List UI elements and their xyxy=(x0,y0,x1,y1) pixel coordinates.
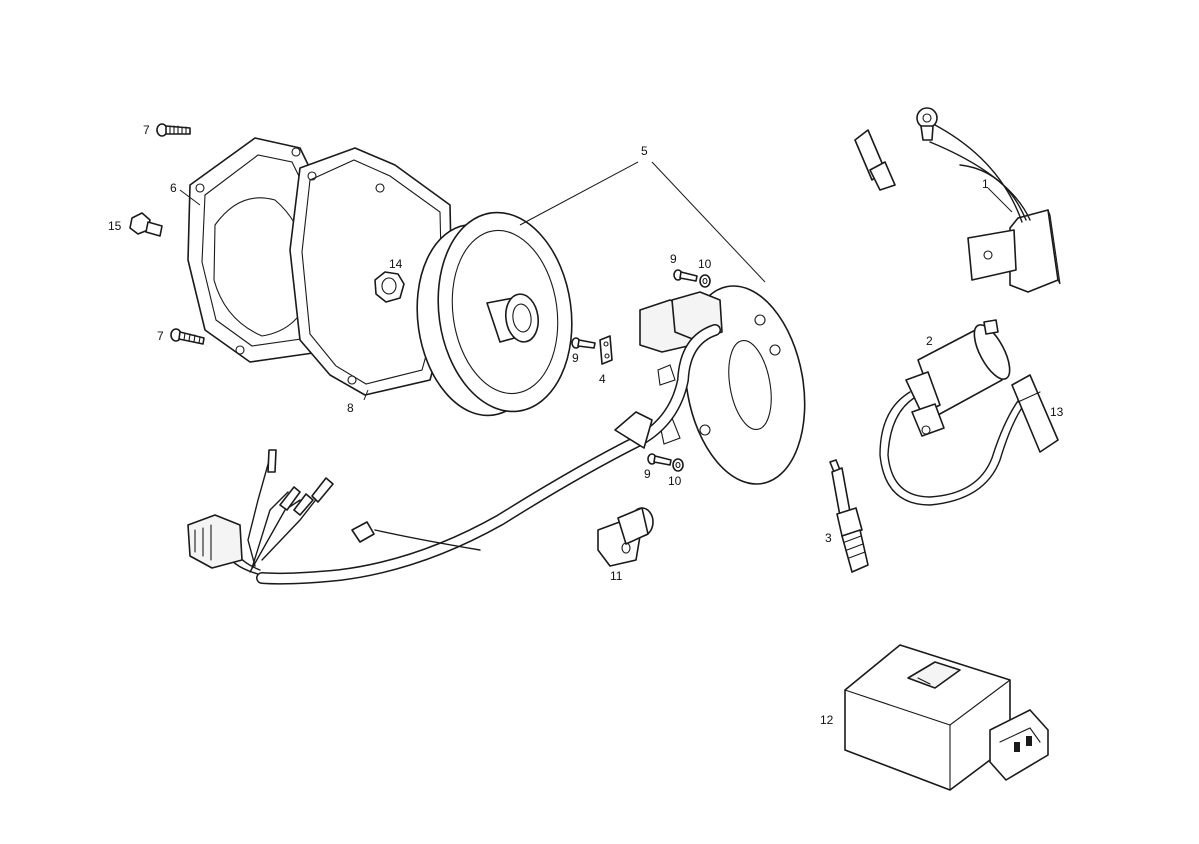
callout-15: 15 xyxy=(108,219,122,233)
screw-7-top-part xyxy=(156,123,191,137)
spacer-11-part xyxy=(597,507,654,567)
rotor-part xyxy=(416,211,573,417)
leader-lines xyxy=(179,161,1013,401)
callout-3: 3 xyxy=(825,531,832,545)
callout-labels: 1 2 3 4 5 6 7 7 8 9 9 9 10 10 11 12 13 1… xyxy=(108,123,1064,727)
callout-7-bottom: 7 xyxy=(157,329,164,343)
callout-7-top: 7 xyxy=(143,123,150,137)
nut-part xyxy=(374,271,405,303)
callout-13: 13 xyxy=(1050,405,1064,419)
callout-11: 11 xyxy=(610,569,623,583)
callout-2: 2 xyxy=(926,334,933,348)
callout-9-top: 9 xyxy=(670,252,677,266)
wire-harness-part xyxy=(187,324,721,585)
callout-10-bottom: 10 xyxy=(668,474,682,488)
callout-9-mid: 9 xyxy=(572,351,579,365)
callout-9-bottom: 9 xyxy=(644,467,651,481)
callout-14: 14 xyxy=(389,257,403,271)
screw-9-top-part xyxy=(673,269,698,282)
callout-10-top: 10 xyxy=(698,257,712,271)
callout-4: 4 xyxy=(599,372,606,386)
bracket-4-part xyxy=(599,335,613,365)
bolt-15-part xyxy=(129,212,163,237)
screw-9-bottom-part xyxy=(647,453,672,466)
callout-12: 12 xyxy=(820,713,834,727)
gasket-plate-part xyxy=(289,147,453,396)
ignition-coil-part xyxy=(879,319,1059,506)
callout-5: 5 xyxy=(641,144,648,158)
spark-plug-part xyxy=(829,459,869,573)
washer-10-bottom-part xyxy=(672,458,684,472)
callout-8: 8 xyxy=(347,401,354,415)
screw-7-bottom-part xyxy=(170,328,205,345)
screw-9-mid-part xyxy=(571,337,596,349)
callout-6: 6 xyxy=(170,181,177,195)
cdi-unit-part xyxy=(844,644,1049,791)
washer-10-top-part xyxy=(699,274,711,288)
callout-1: 1 xyxy=(982,177,989,191)
regulator-part xyxy=(854,107,1061,293)
